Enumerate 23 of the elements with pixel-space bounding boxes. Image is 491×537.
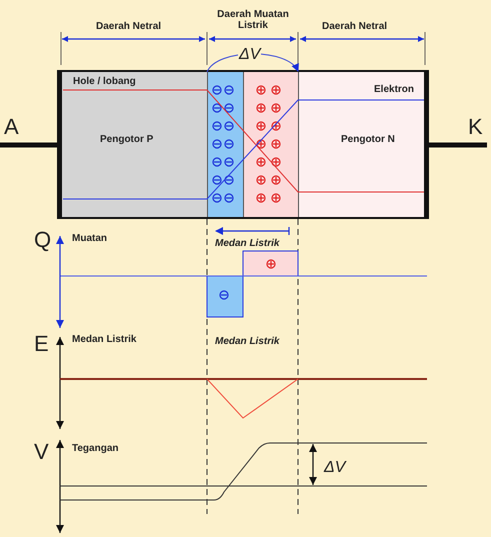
curved-arrow — [206, 53, 299, 72]
text-label: Daerah Netral — [96, 21, 162, 32]
text-label: Tegangan — [72, 443, 118, 454]
axis-letter: E — [34, 332, 49, 356]
text-label: Medan Listrik — [215, 336, 280, 347]
text-label: ΔV — [324, 459, 346, 477]
axis-letter: Q — [34, 228, 52, 252]
negative-ion-region — [207, 72, 243, 217]
axis-letter: A — [4, 115, 19, 140]
text-label: Medan Listrik — [215, 238, 280, 249]
axis-letter: K — [468, 115, 483, 140]
text-label: Daerah Netral — [322, 21, 388, 32]
n-type-region — [298, 72, 424, 217]
region-label: Pengotor P — [100, 134, 154, 145]
positive-ion-region — [243, 72, 298, 217]
region-label: Hole / lobang — [73, 76, 136, 87]
region-label: Pengotor N — [341, 134, 395, 145]
text-label: Muatan — [72, 233, 107, 244]
region-label: Elektron — [374, 84, 414, 95]
text-label: Daerah Muatan Listrik — [216, 9, 290, 31]
p-type-region — [62, 72, 207, 217]
text-label: Medan Listrik — [72, 334, 136, 345]
axis-letter: V — [34, 440, 49, 464]
